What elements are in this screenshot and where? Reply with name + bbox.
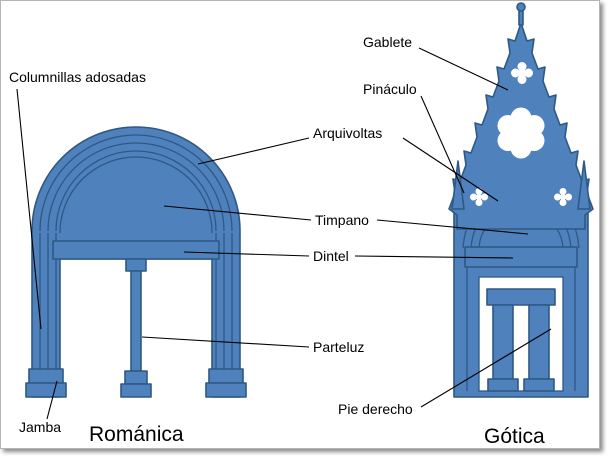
label-pie-derecho: Pie derecho bbox=[338, 401, 413, 417]
gothic-post-left bbox=[492, 304, 514, 380]
label-parteluz: Parteluz bbox=[313, 339, 365, 355]
romanesque-left-base-lower bbox=[25, 382, 67, 398]
romanesque-mullion-capital bbox=[125, 258, 147, 272]
gothic-portal bbox=[448, 2, 594, 398]
romanesque-right-base-lower bbox=[205, 382, 247, 398]
label-gablete: Gablete bbox=[363, 34, 413, 50]
label-arquivoltas: Arquivoltas bbox=[313, 125, 383, 141]
gothic-post-base-right bbox=[523, 378, 555, 392]
gothic-pinnacle-right bbox=[577, 160, 591, 210]
gothic-lintel bbox=[464, 246, 578, 268]
gothic-small-flower-right bbox=[554, 188, 572, 206]
romanesque-mullion-base-lower bbox=[120, 383, 152, 398]
gothic-rosette bbox=[497, 107, 545, 159]
romanesque-archivolt-arc-3 bbox=[55, 150, 217, 232]
connector-lines bbox=[16, 47, 552, 420]
connector-columnillas bbox=[16, 88, 42, 330]
connector-pinaculo bbox=[420, 95, 465, 194]
connector-dintel-right bbox=[354, 255, 514, 259]
romanesque-mullion-base-upper bbox=[124, 370, 148, 385]
gothic-post-right bbox=[528, 304, 550, 380]
romanesque-lintel bbox=[52, 240, 220, 260]
romanesque-mullion-shaft bbox=[130, 270, 142, 372]
connector-pie-derecho bbox=[420, 328, 552, 408]
label-jamba: Jamba bbox=[19, 419, 62, 435]
gothic-finial-knob bbox=[516, 2, 526, 12]
romanesque-archivolt-arc-2 bbox=[47, 142, 225, 232]
connector-timpano-right bbox=[376, 219, 529, 235]
connector-timpano-left bbox=[163, 205, 312, 221]
connector-arquivoltas-right bbox=[402, 137, 499, 202]
connector-parteluz bbox=[141, 336, 310, 348]
romanesque-tympanum-arc bbox=[59, 156, 213, 234]
connector-arquivoltas-left bbox=[197, 137, 310, 165]
portal-diagram-canvas bbox=[16, 2, 594, 420]
romanesque-right-base-upper bbox=[208, 368, 244, 384]
romanesque-archivolt-arc-1 bbox=[39, 134, 233, 232]
title-romanica: Románica bbox=[89, 423, 184, 446]
title-gotica: Gótica bbox=[484, 425, 545, 448]
romanesque-left-base-upper bbox=[28, 368, 64, 384]
connector-jamba bbox=[46, 380, 58, 420]
label-columnillas-adosadas: Columnillas adosadas bbox=[9, 69, 146, 85]
connector-gablete bbox=[418, 47, 509, 91]
gothic-small-flower-top bbox=[511, 62, 533, 84]
gothic-beam bbox=[486, 288, 556, 306]
image-frame: Columnillas adosadas Jamba Gablete Pinác… bbox=[0, 0, 600, 449]
label-timpano: Timpano bbox=[315, 212, 369, 228]
label-pinaculo: Pináculo bbox=[363, 81, 417, 97]
gothic-post-base-left bbox=[487, 378, 519, 392]
romanesque-silhouette bbox=[31, 126, 241, 398]
romanesque-portal bbox=[25, 126, 247, 398]
label-dintel: Dintel bbox=[313, 248, 349, 264]
connector-dintel-left bbox=[183, 251, 310, 257]
